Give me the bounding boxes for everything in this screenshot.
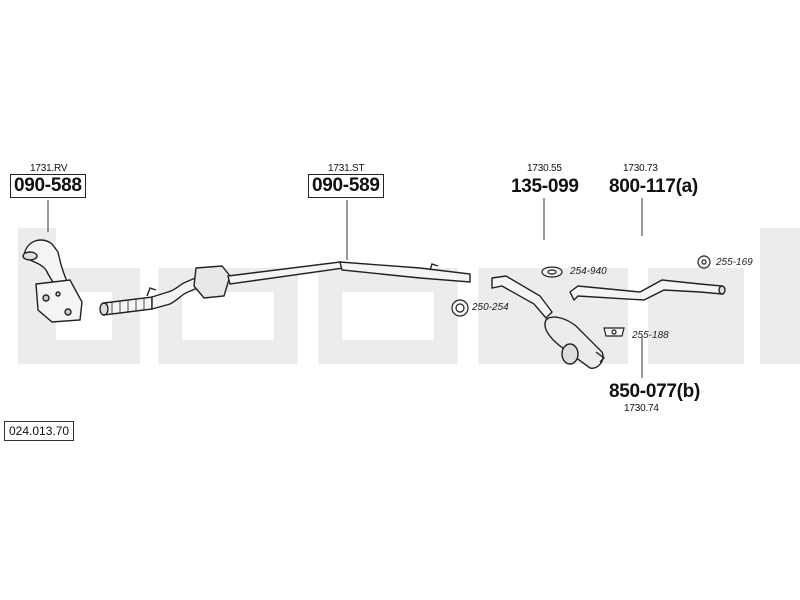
- accessory-number-250-254[interactable]: 250-254: [472, 302, 509, 313]
- clamp-254-940-shape: [541, 266, 563, 278]
- part-850-077-shape: [491, 275, 606, 369]
- accessory-number-254-940[interactable]: 254-940: [570, 266, 607, 277]
- diagram-code: 024.013.70: [4, 421, 75, 441]
- part-ref-1731-st: 1731.ST: [328, 163, 365, 174]
- part-number-090-588[interactable]: 090-588: [10, 174, 86, 198]
- accessory-number-255-169[interactable]: 255-169: [716, 257, 753, 268]
- leader-lines: [47, 198, 643, 378]
- part-number-800-117a[interactable]: 800-117(a): [609, 176, 698, 197]
- part-090-588-shape: [22, 239, 83, 323]
- part-number-090-589[interactable]: 090-589: [308, 174, 384, 198]
- part-ref-1730-74: 1730.74: [624, 403, 659, 414]
- part-number-135-099[interactable]: 135-099: [511, 176, 579, 197]
- clamp-250-254-shape: [451, 299, 469, 317]
- bosal-watermark: [18, 228, 800, 364]
- part-ref-1731-rv: 1731.RV: [30, 163, 68, 174]
- accessory-number-255-188[interactable]: 255-188: [632, 330, 669, 341]
- accessory-shapes: [451, 255, 711, 337]
- part-number-850-077b[interactable]: 850-077(b): [609, 381, 700, 402]
- part-ref-1730-55: 1730.55: [527, 163, 562, 174]
- part-090-589-shape: [99, 261, 471, 316]
- part-800-117-shape: [569, 279, 726, 302]
- hanger-255-169-shape: [697, 255, 711, 269]
- part-ref-1730-73: 1730.73: [623, 163, 658, 174]
- hanger-255-188-shape: [603, 327, 625, 337]
